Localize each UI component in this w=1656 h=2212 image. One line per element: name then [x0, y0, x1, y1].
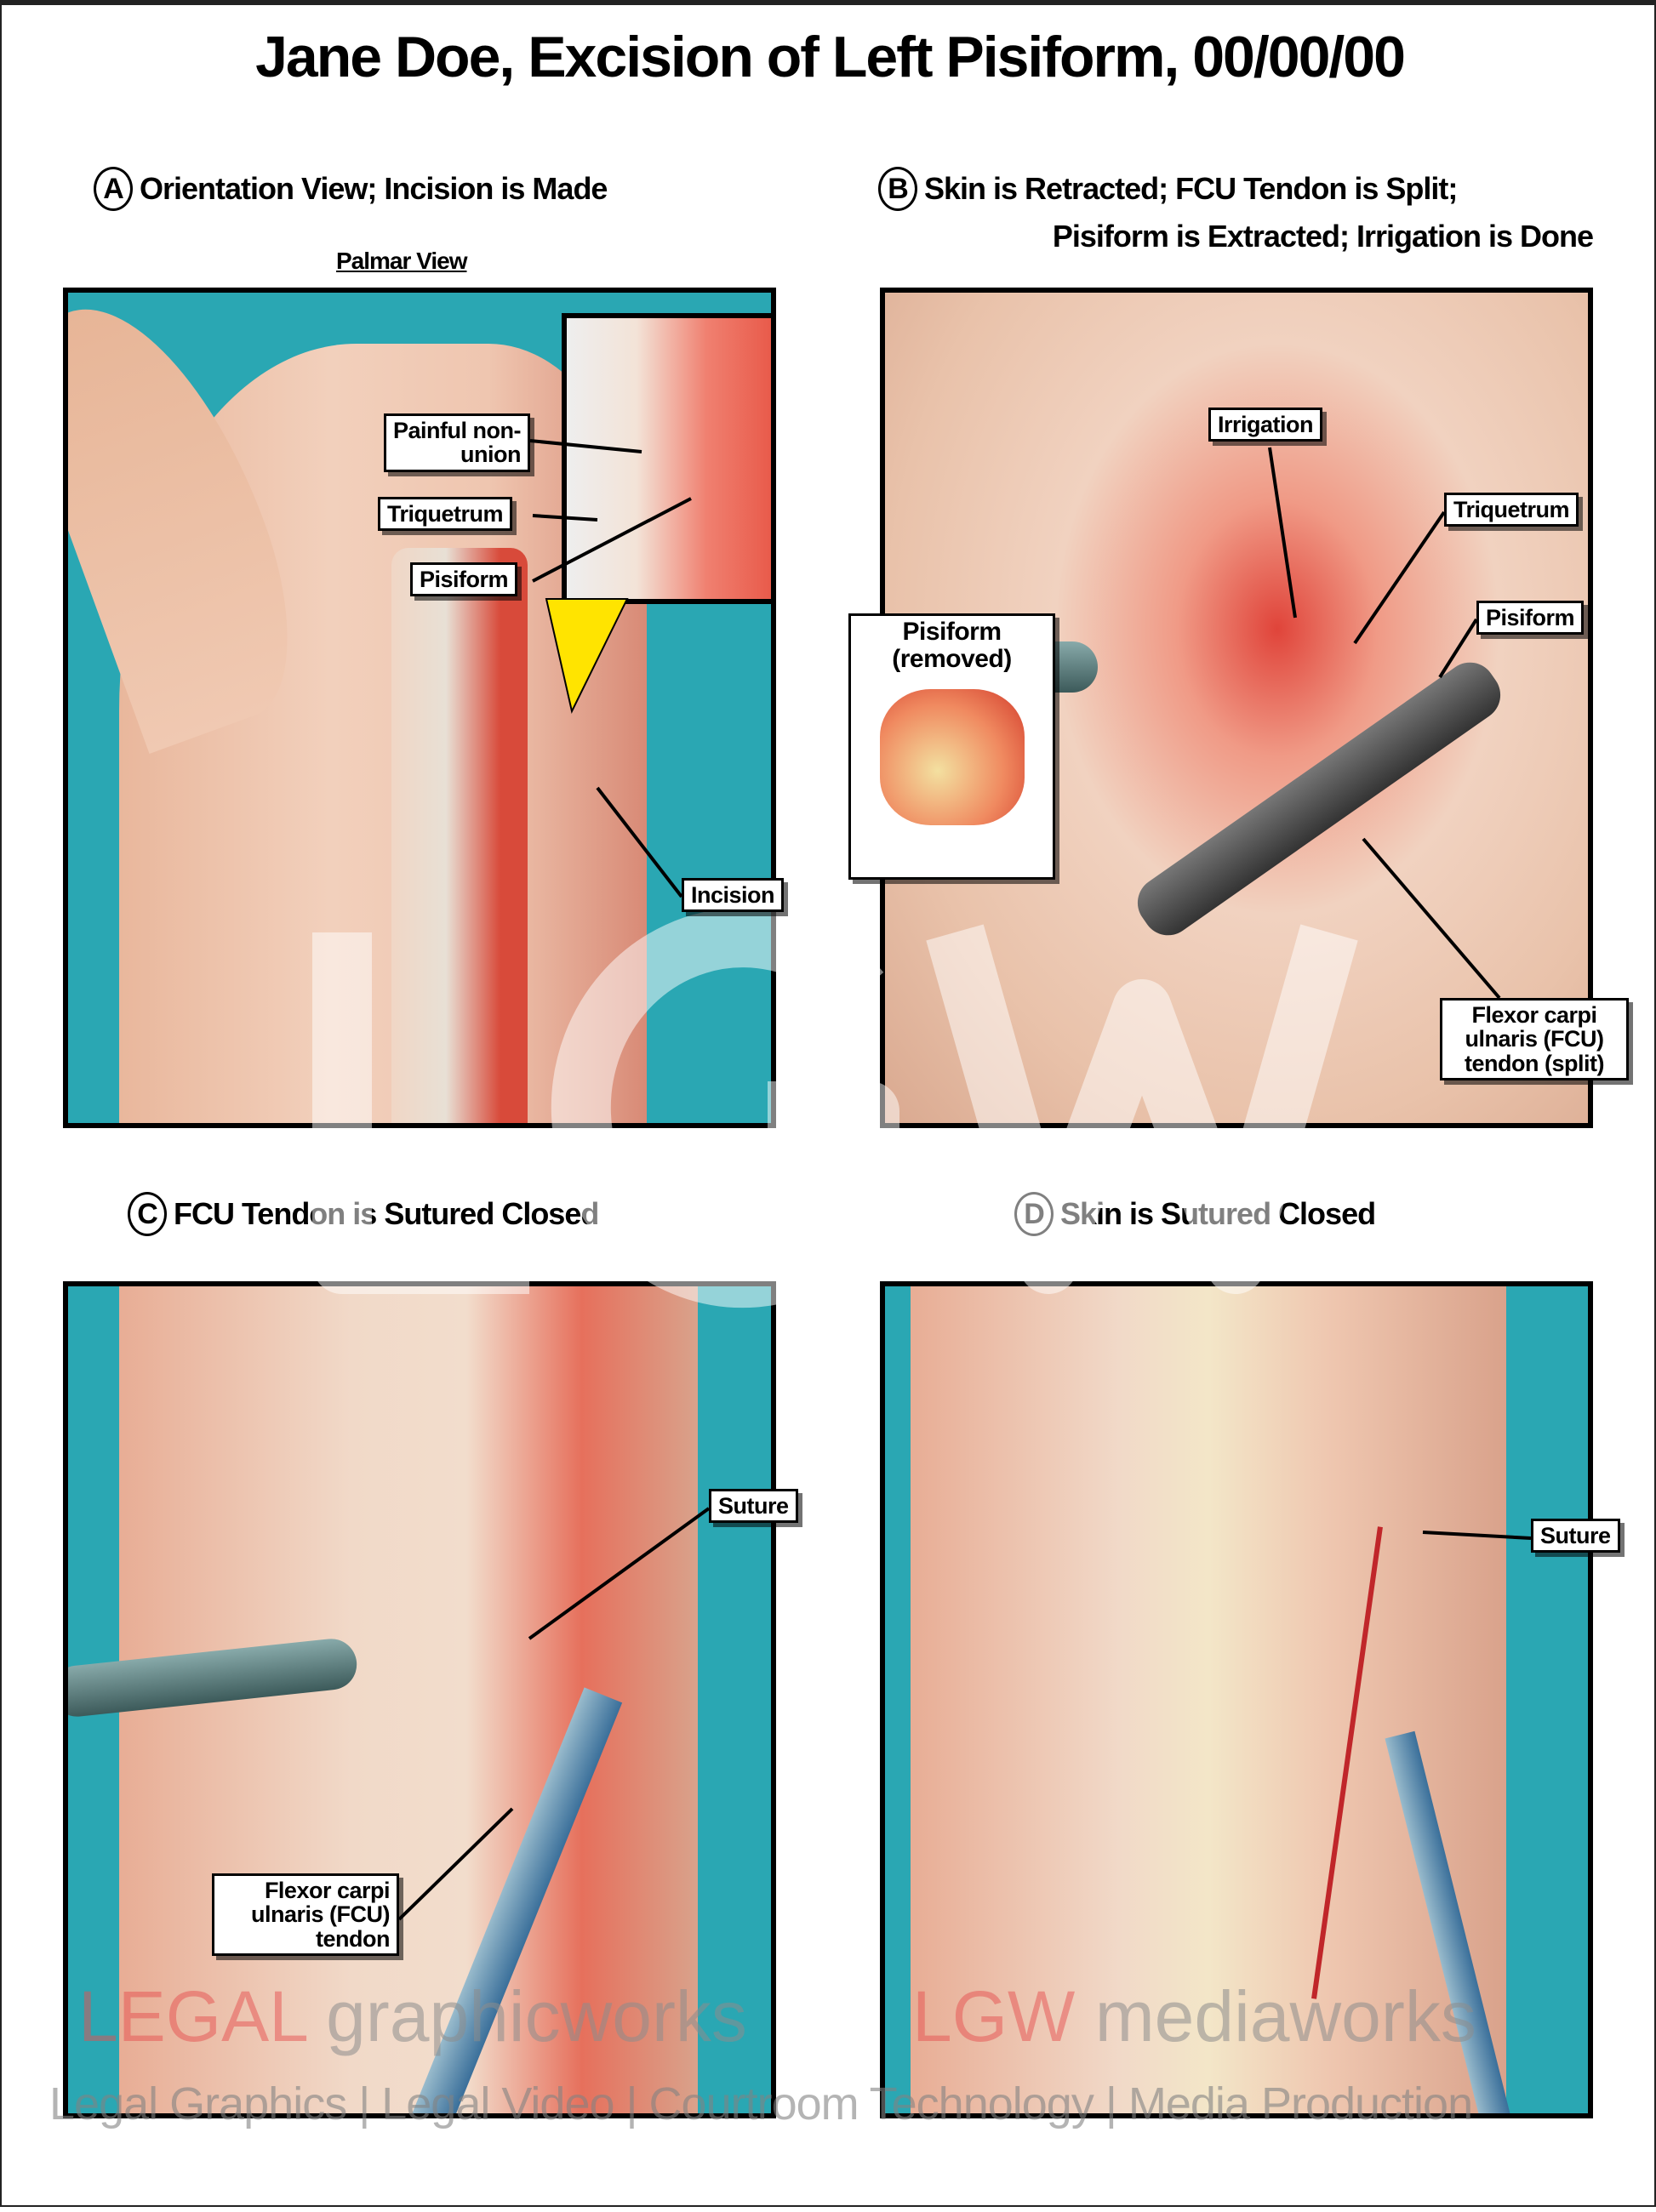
page-title: Jane Doe, Excision of Left Pisiform, 00/…: [255, 25, 1406, 89]
label-fcu-split: Flexor carpi ulnaris (FCU) tendon (split…: [1440, 998, 1629, 1081]
panel-a-letter: A: [94, 167, 133, 211]
label-incision: Incision: [682, 878, 785, 913]
palmar-view-label: Palmar View: [336, 248, 467, 274]
panel-d-illustration: [880, 1281, 1593, 2118]
label-suture-d: Suture: [1531, 1519, 1620, 1554]
pisiform-removed-inset: Pisiform (removed): [848, 613, 1055, 880]
panel-b-letter: B: [878, 167, 917, 211]
panel-b-heading-line2: Pisiform is Extracted; Irrigation is Don…: [1052, 219, 1594, 254]
panel-d-heading-text: Skin is Sutured Closed: [1060, 1196, 1376, 1231]
label-triquetrum-b: Triquetrum: [1444, 493, 1579, 527]
panel-c-illustration: [63, 1281, 776, 2118]
label-pisiform-b: Pisiform: [1476, 601, 1585, 636]
label-pisiform-removed: Pisiform (removed): [892, 618, 1012, 673]
panel-d-letter: D: [1014, 1192, 1054, 1236]
panel-c-heading-text: FCU Tendon is Sutured Closed: [174, 1196, 599, 1231]
panel-c-letter: C: [128, 1192, 167, 1236]
label-pisiform-a: Pisiform: [410, 562, 518, 597]
label-suture-c: Suture: [709, 1489, 798, 1524]
pisiform-bone-image: [879, 689, 1025, 825]
label-fcu-tendon: Flexor carpi ulnaris (FCU) tendon: [212, 1873, 399, 1957]
label-irrigation: Irrigation: [1208, 408, 1323, 442]
panel-b-heading-line1: Skin is Retracted; FCU Tendon is Split;: [924, 171, 1458, 206]
label-painful-non-union: Painful non-union: [384, 413, 530, 472]
inset-magnified-view: [562, 313, 771, 604]
panel-a-heading-text: Orientation View; Incision is Made: [140, 171, 608, 206]
label-triquetrum-a: Triquetrum: [378, 497, 513, 532]
